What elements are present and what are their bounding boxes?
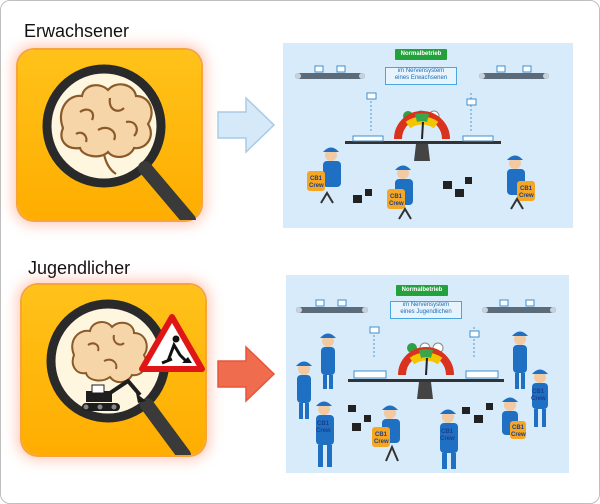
adolescent-status-badge: Normalbetrieb xyxy=(396,285,448,296)
crew-worker-icon xyxy=(512,331,528,389)
conveyor-right-icon xyxy=(479,65,549,79)
brain-magnifier-illustration xyxy=(42,64,196,227)
adolescent-ns-line-1: im Nervensystem xyxy=(402,302,450,308)
brain-construction-illustration xyxy=(46,299,205,462)
svg-text:CB1: CB1 xyxy=(375,432,388,438)
adult-tile xyxy=(18,50,201,227)
crew-worker-icon xyxy=(296,361,312,419)
svg-text:CB1: CB1 xyxy=(390,194,403,200)
adolescent-nervous-system-box: im Nervensystem eines Jugendlichen xyxy=(390,301,462,319)
svg-text:CB1: CB1 xyxy=(512,425,525,431)
adolescent-ns-line-2: eines Jugendlichen xyxy=(400,309,452,315)
svg-text:CB1: CB1 xyxy=(317,421,330,427)
adult-arrow-icon xyxy=(217,96,276,154)
svg-text:Crew: Crew xyxy=(316,428,331,434)
adolescent-tile xyxy=(22,285,205,462)
svg-text:CB1: CB1 xyxy=(441,429,454,435)
svg-text:CB1: CB1 xyxy=(520,186,533,192)
conveyor-left-icon xyxy=(296,299,368,313)
brain-icon xyxy=(59,83,153,175)
excavator-icon xyxy=(82,378,146,411)
svg-text:Crew: Crew xyxy=(511,432,526,438)
svg-text:Crew: Crew xyxy=(531,396,546,402)
construction-warning-sign-icon xyxy=(139,314,205,372)
adult-ns-line-1: im Nervensystem xyxy=(397,68,445,74)
brain-icon xyxy=(71,321,148,383)
crew-label-1: CB1 xyxy=(310,176,323,182)
conveyor-left-icon xyxy=(295,65,365,79)
row-title-adult: Erwachsener xyxy=(24,21,130,41)
balance-scale-icon xyxy=(345,135,501,161)
svg-text:CB1: CB1 xyxy=(532,389,545,395)
crew-worker-icon xyxy=(320,333,336,389)
svg-text:Crew: Crew xyxy=(309,183,324,189)
svg-text:Crew: Crew xyxy=(389,201,404,207)
svg-text:Crew: Crew xyxy=(519,193,534,199)
adolescent-arrow-icon xyxy=(217,345,276,403)
gauge-icon xyxy=(398,347,454,376)
svg-text:Crew: Crew xyxy=(440,436,455,442)
conveyor-right-icon xyxy=(482,299,556,313)
adult-nervous-system-box: im Nervensystem eines Erwachsenen xyxy=(385,67,457,85)
svg-text:Crew: Crew xyxy=(374,439,389,445)
adult-ns-line-2: eines Erwachsenen xyxy=(394,75,448,81)
gauge-icon xyxy=(394,111,450,140)
balance-scale-icon xyxy=(348,370,504,399)
adult-status-badge: Normalbetrieb xyxy=(395,49,447,60)
row-title-adolescent: Jugendlicher xyxy=(28,258,131,278)
